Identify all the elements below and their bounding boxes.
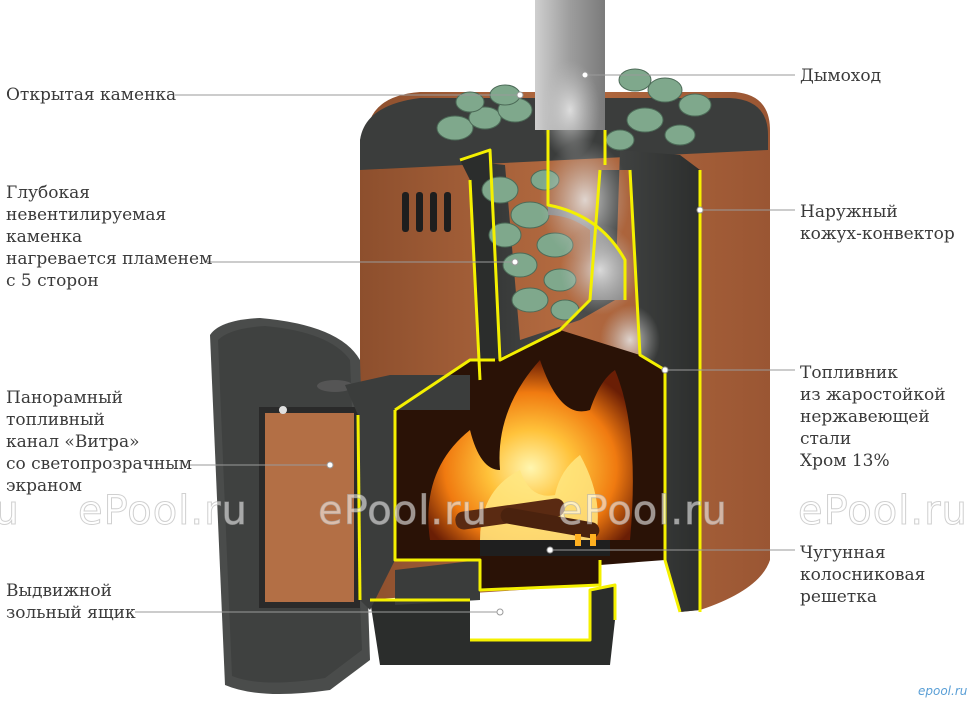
leader-dots	[326, 71, 704, 616]
label-firebox: Топливник из жаростойкой нержавеющей ста…	[800, 363, 946, 471]
corner-watermark: epool.ru	[918, 684, 968, 698]
inner-steel-walls	[460, 150, 700, 612]
chimney-pipe	[535, 0, 660, 375]
label-deep-heater: Глубокая невентилируемая каменка нагрева…	[6, 183, 213, 291]
cast-iron-grate	[480, 534, 610, 556]
label-ash-box: Выдвижной зольный ящик	[6, 581, 136, 623]
watermark: ePool.ru	[798, 488, 968, 535]
label-open-heater: Открытая каменка	[6, 85, 177, 105]
leader-lines	[135, 74, 795, 613]
label-chimney: Дымоход	[800, 66, 882, 86]
door-channel	[345, 375, 470, 610]
label-grate: Чугунная колосниковая решетка	[800, 543, 926, 607]
fuel-door-vitra	[210, 318, 370, 694]
cut-outline	[356, 130, 702, 642]
watermark: ePool.ru	[558, 488, 728, 535]
watermark: ePool.ru	[0, 488, 20, 535]
watermark: ePool.ru	[318, 488, 488, 535]
vent-slots	[402, 192, 451, 232]
label-outer-casing: Наружный кожух-конвектор	[800, 202, 955, 244]
watermark: ePool.ru	[78, 488, 248, 535]
ash-box	[370, 560, 615, 665]
label-panoramic-fuel-channel: Панорамный топливный канал «Витра» со св…	[6, 388, 193, 496]
